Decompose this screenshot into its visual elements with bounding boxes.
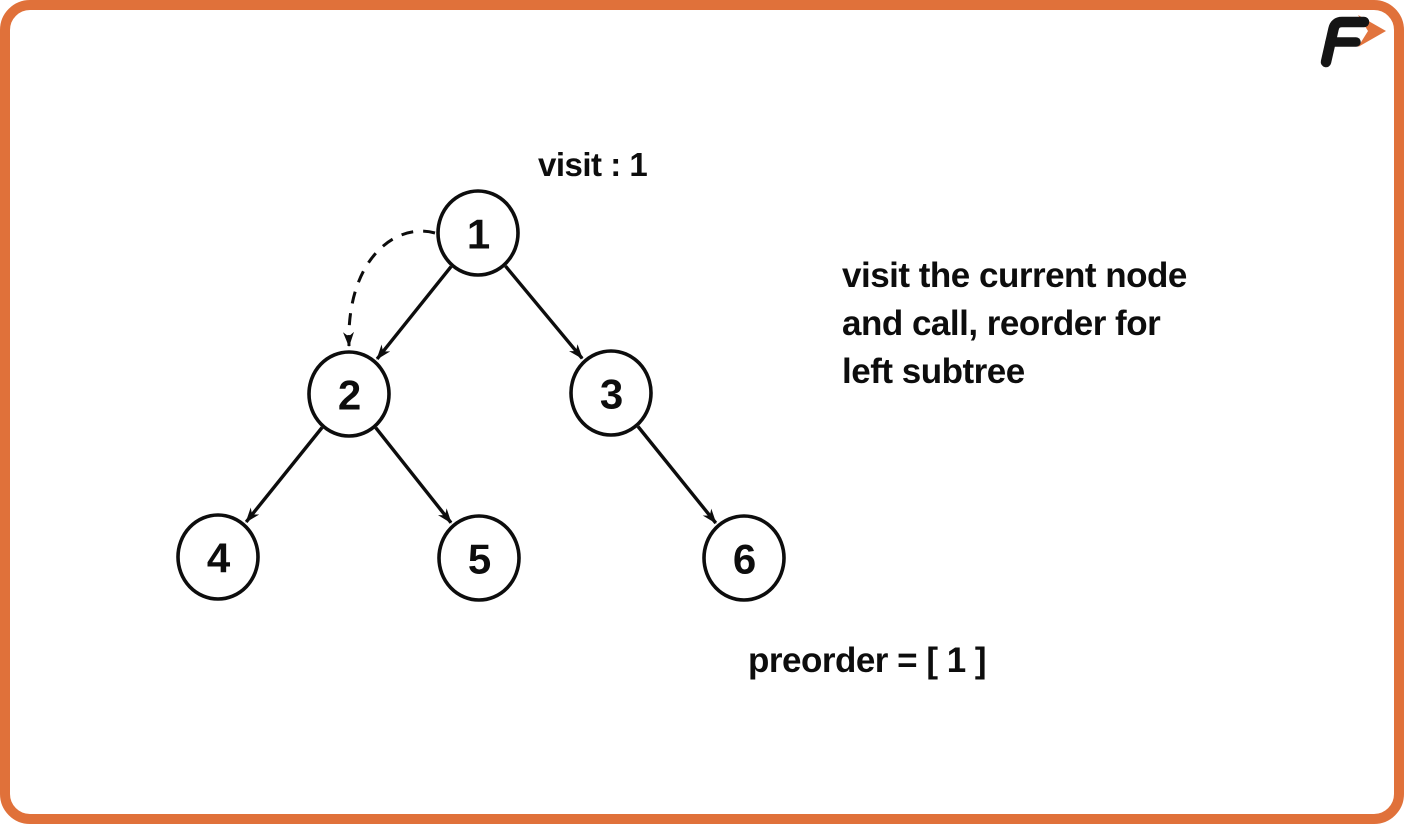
tree-node-1 <box>436 189 520 277</box>
tree-node-6 <box>702 514 786 602</box>
tree-node-label-6: 6 <box>733 536 755 583</box>
tree-edge-2-5 <box>374 426 453 524</box>
annotation-line: visit the current node <box>842 256 1187 295</box>
tree-edge-2-4 <box>244 426 324 523</box>
tree-node-label-3: 3 <box>600 371 622 418</box>
tree-edge-1-3 <box>504 265 584 360</box>
recursion-arrow-1-2 <box>343 229 436 347</box>
visit-status-label: visit : 1 <box>538 146 648 183</box>
logo-f-stem <box>1320 16 1370 68</box>
tree-node-3 <box>569 349 653 437</box>
tree-node-2 <box>307 350 391 438</box>
tree-node-4 <box>176 513 260 601</box>
annotation-line: left subtree <box>842 352 1025 391</box>
tree-edge-3-6 <box>636 425 718 525</box>
tree-node-label-4: 4 <box>207 535 231 582</box>
tree-node-label-5: 5 <box>468 536 491 583</box>
annotation-note: visit the current node and call, reorder… <box>842 252 1187 396</box>
tree-node-5 <box>437 514 521 602</box>
preorder-result-label: preorder = [ 1 ] <box>748 641 987 680</box>
brand-logo-icon <box>1320 15 1386 68</box>
annotation-line: and call, reorder for <box>842 304 1161 343</box>
tree-node-label-1: 1 <box>467 211 490 258</box>
tree-node-label-2: 2 <box>338 372 360 419</box>
tree-edge-1-2 <box>375 265 453 360</box>
